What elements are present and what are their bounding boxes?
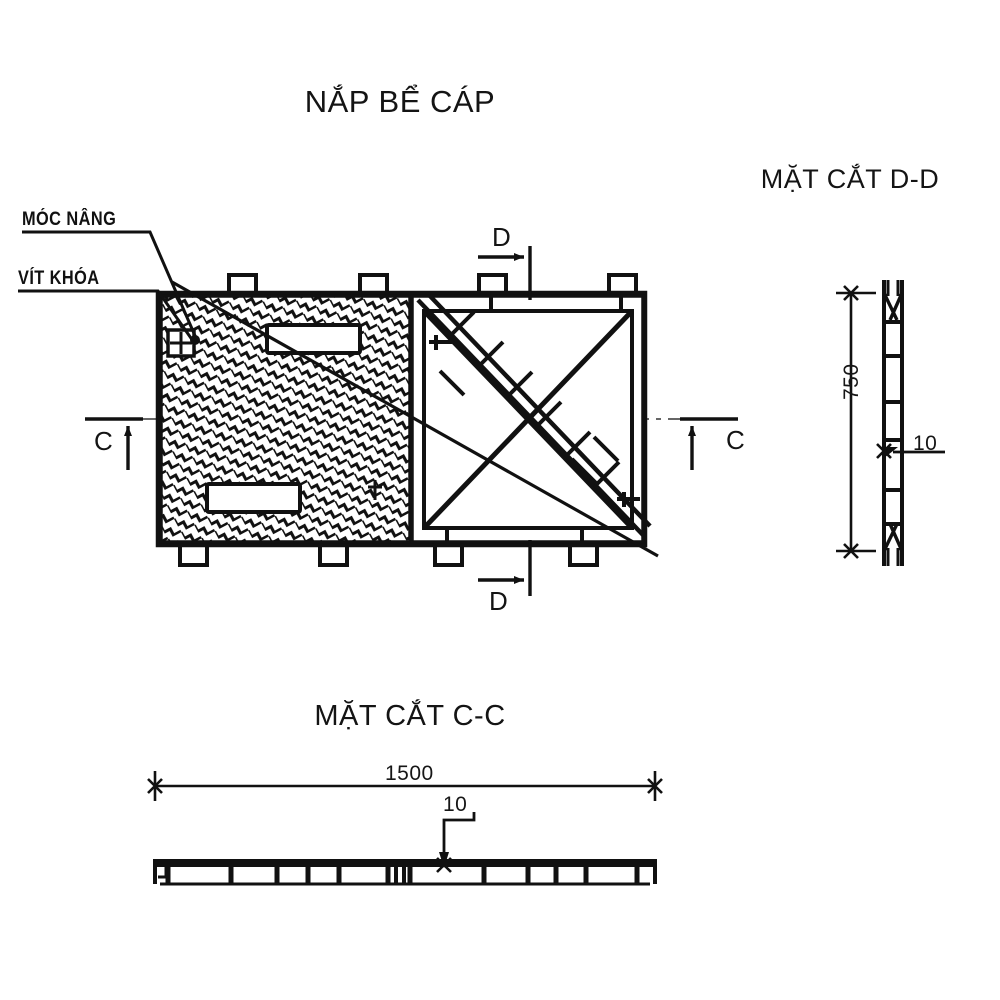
plan-view [18, 230, 738, 596]
ladder-rung-3 [508, 370, 534, 396]
page-title-plan: NẮP BỂ CÁP [304, 84, 496, 119]
leader-vit-khoa [18, 289, 195, 342]
leader-dot [190, 335, 200, 345]
cc-end-edges [153, 859, 657, 884]
stiffener-3 [570, 457, 598, 485]
section-letter-d-top: D [492, 222, 511, 252]
section-mark-d [478, 246, 532, 596]
dimension-width-1500: 1500 [385, 762, 434, 785]
section-dd-view [836, 280, 945, 566]
dd-plate-profile [882, 280, 904, 566]
dimension-height-750: 750 [840, 363, 863, 400]
tab-web-stubs [445, 296, 623, 544]
dd-ribs [884, 320, 902, 526]
dim-10-dd-tick [876, 443, 892, 459]
stiffener-4 [592, 435, 620, 463]
page-title-section-dd: MẶT CẮT D-D [760, 164, 940, 194]
cc-plate-profile [153, 859, 657, 886]
dim-750-tick-bottom [843, 543, 859, 559]
ladder-rib-edge-1 [416, 298, 646, 538]
dim-750-group [836, 285, 876, 559]
section-letter-d-bottom: D [489, 586, 508, 616]
plan-left-textured-half [159, 294, 412, 544]
locking-screw-cross [170, 332, 192, 354]
callout-label-moc-nang: MÓC NÂNG [22, 209, 117, 230]
dim-750-tick-top [843, 285, 859, 301]
rib-diagonal-b [422, 309, 634, 530]
stiffener-1 [460, 347, 488, 375]
ladder-rung-1 [450, 310, 476, 336]
corner-lug-bottom-right [617, 492, 640, 507]
cc-center-joint [394, 862, 406, 884]
dim-10-dd-group [876, 443, 945, 459]
dd-nib-top [886, 280, 900, 296]
dim-1500-tick-right [647, 778, 663, 794]
section-cc-view [147, 771, 663, 886]
dimension-thickness-dd-10: 10 [913, 432, 938, 455]
section-mark-c [85, 417, 738, 470]
tab-bot-3 [433, 543, 464, 567]
ladder-rib [416, 294, 652, 538]
lifting-hook-recess-top [265, 323, 362, 355]
lifting-hook-recess-bottom [205, 482, 302, 514]
dim-10-cc-leader [442, 812, 476, 858]
plan-bottom-tabs [178, 543, 599, 567]
surface-mark [368, 480, 382, 500]
tab-bot-4 [568, 543, 599, 567]
dimension-thickness-cc-10: 10 [443, 793, 468, 816]
cc-webs [165, 862, 640, 884]
ladder-rung-4 [537, 400, 563, 426]
ladder-rib-edge-2 [428, 294, 652, 528]
dd-nib-bottom [886, 548, 900, 566]
locking-screw-detail [166, 328, 196, 358]
plan-split-diagonal [171, 280, 659, 558]
dim-1500-group [147, 771, 663, 801]
corner-lug-top-left [429, 335, 452, 350]
dim-1500-tick-left [147, 778, 163, 794]
ladder-rung-2 [479, 340, 505, 366]
tab-bot-2 [318, 543, 349, 567]
cc-left-lug [158, 863, 168, 879]
dd-chamfer-bottom [882, 523, 904, 552]
tab-bot-1 [178, 543, 209, 567]
stiffener-2 [438, 369, 466, 397]
cross-stiffeners [438, 347, 620, 485]
ladder-rung-6 [595, 460, 621, 486]
section-letter-c-right: C [726, 425, 745, 455]
ladder-rung-5 [566, 430, 592, 456]
leader-moc-nang [22, 230, 198, 339]
page-title-section-cc: MẶT CẮT C-C [314, 700, 506, 732]
section-letter-c-left: C [94, 426, 113, 456]
textured-half-border [159, 294, 412, 544]
dd-chamfer-top [882, 292, 904, 321]
rib-half-inner-frame [422, 309, 634, 530]
callout-label-vit-khoa: VÍT KHÓA [18, 268, 100, 289]
